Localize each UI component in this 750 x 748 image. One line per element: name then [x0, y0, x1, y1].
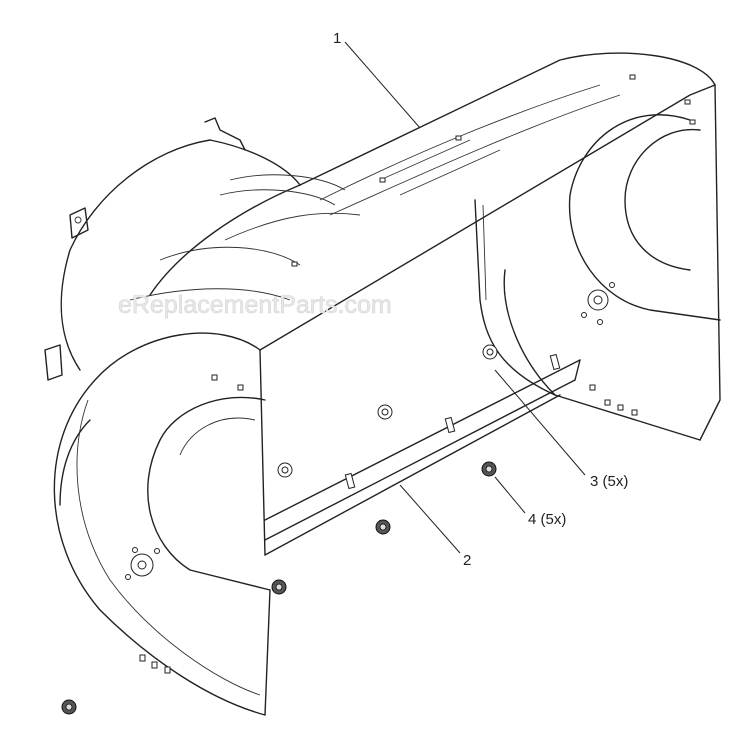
housing-back-wall [259, 199, 556, 556]
callout-4: 4 (5x) [528, 511, 566, 528]
callout-2: 2 [463, 552, 471, 569]
hex-nut [61, 699, 77, 715]
watermark-text: eReplacementParts.com [118, 291, 392, 319]
hex-nuts [61, 461, 497, 715]
carriage-bolts [281, 348, 494, 474]
callout-1: 1 [333, 30, 341, 47]
hex-nut [375, 519, 391, 535]
rear-left-auger-drum [44, 117, 346, 381]
scraper-bar [264, 353, 581, 556]
hex-nut [271, 579, 287, 595]
right-housing-end [503, 84, 721, 441]
callout-3: 3 (5x) [590, 473, 628, 490]
callout-leaders [344, 41, 586, 554]
hex-nut [481, 461, 497, 477]
front-left-housing-end [53, 332, 271, 716]
auger-housing-top [149, 52, 716, 351]
